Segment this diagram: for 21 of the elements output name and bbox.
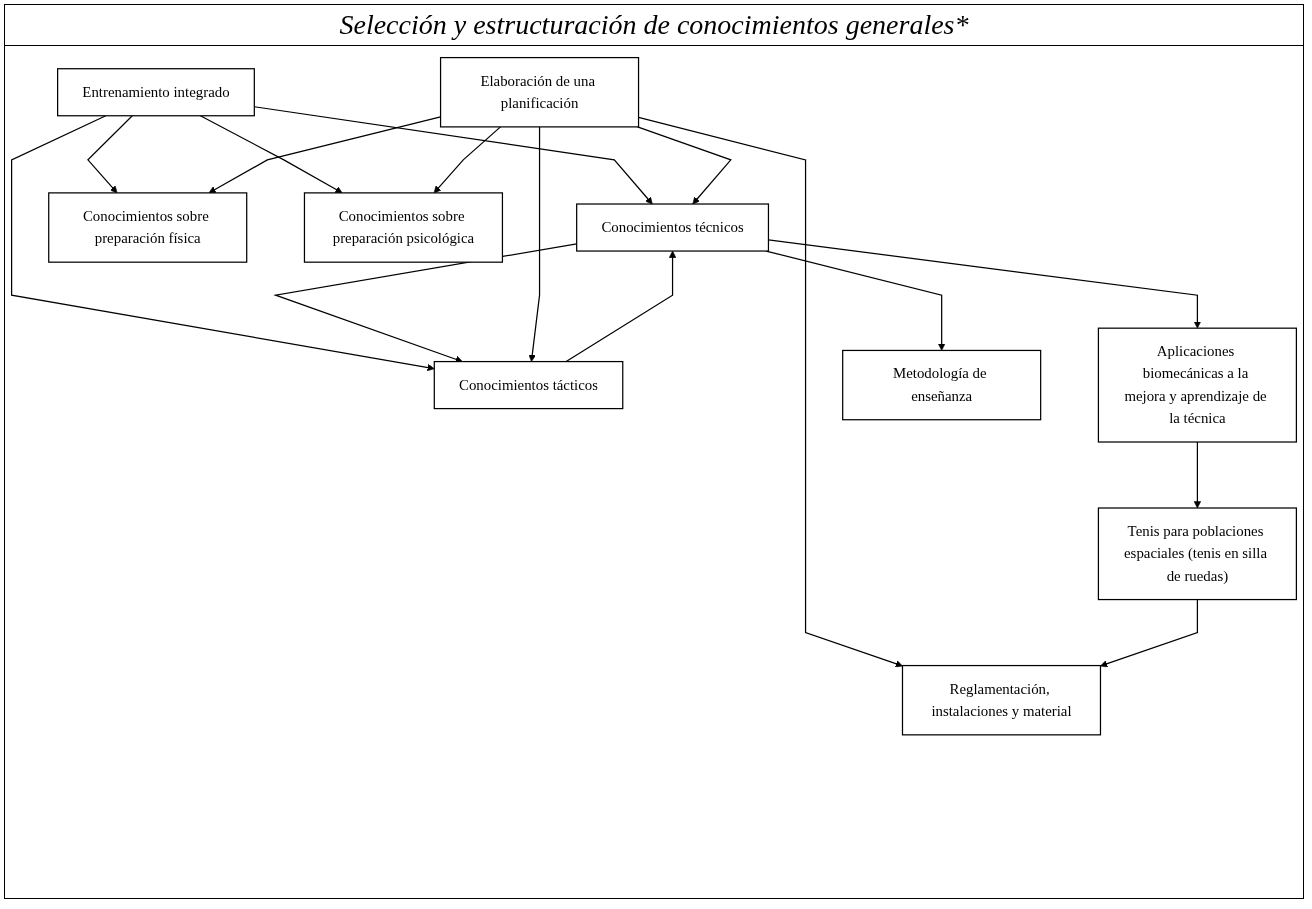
arrow — [1100, 598, 1198, 668]
node-box: Conocimientos sobre preparación psicológica — [303, 192, 504, 263]
node-box: Tenis para poblaciones espaciales (tenis en silla de ruedas) — [1097, 507, 1297, 601]
arrow — [637, 116, 903, 668]
arrow — [11, 115, 435, 372]
arrow — [565, 250, 677, 363]
node-box: Conocimientos tácticos — [433, 360, 624, 410]
arrow — [1193, 441, 1202, 509]
arrow — [528, 126, 541, 362]
arrow — [636, 126, 732, 205]
diagram-title: Selección y estructuración de conocimientos generales* — [5, 5, 1303, 46]
arrow — [199, 115, 343, 194]
arrow — [433, 126, 502, 194]
node-box: Aplicaciones biomecánicas a la mejora y aprendizaje de la técnica — [1097, 327, 1297, 443]
node-box: Metodología de enseñanza — [842, 349, 1042, 421]
node-box: Entrenamiento integrado — [57, 68, 255, 117]
node-box: Reglamentación, instalaciones y material — [901, 664, 1102, 736]
node-box: Elaboración de una planificación — [439, 57, 640, 128]
node-box: Conocimientos técnicos — [576, 203, 770, 252]
arrow — [87, 115, 133, 194]
node-box: Conocimientos sobre preparación física — [48, 192, 248, 263]
